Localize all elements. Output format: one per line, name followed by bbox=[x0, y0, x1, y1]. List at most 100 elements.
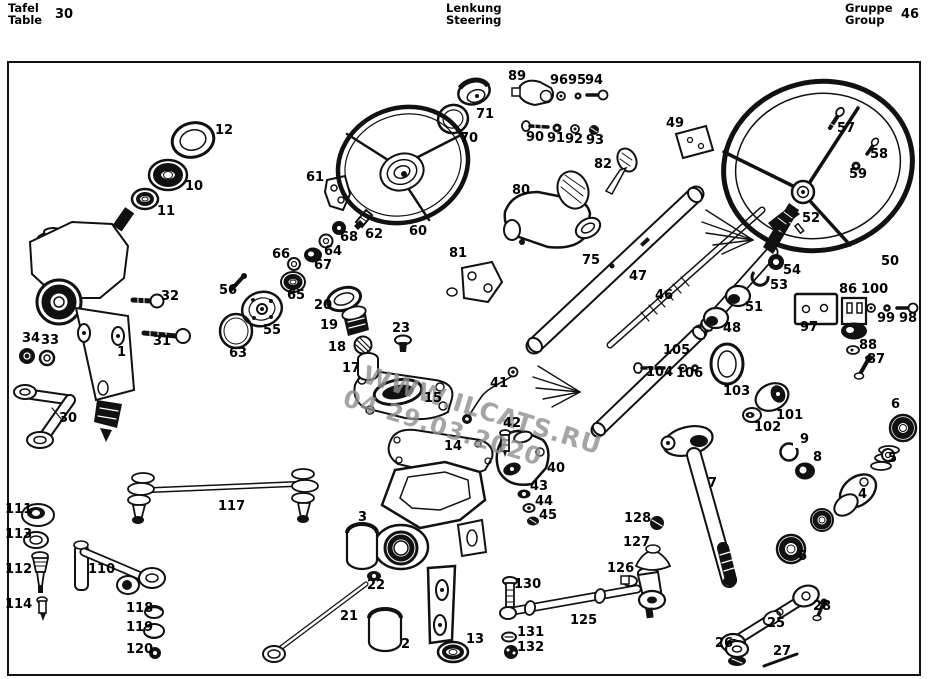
part-label-131: 131 bbox=[517, 625, 545, 640]
part-label-27: 27 bbox=[773, 644, 792, 659]
part-label-14: 14 bbox=[444, 439, 463, 454]
part-label-53: 53 bbox=[770, 278, 789, 293]
part-label-128: 128 bbox=[624, 511, 652, 526]
header-lenkung: Lenkung bbox=[446, 1, 502, 15]
part-label-46: 46 bbox=[655, 288, 674, 303]
ground-wire-drawing bbox=[462, 362, 699, 457]
part-label-97: 97 bbox=[800, 320, 819, 335]
header-table: Table bbox=[8, 13, 43, 28]
part-label-20: 20 bbox=[314, 298, 333, 313]
steering-shaft-drawing bbox=[660, 425, 737, 588]
clamp-fitting-89-drawing bbox=[511, 79, 609, 135]
part-label-62: 62 bbox=[365, 227, 384, 242]
horn-contact-parts-drawing bbox=[218, 174, 374, 350]
part-label-112: 112 bbox=[5, 562, 33, 577]
steering-wheel-large-drawing bbox=[721, 78, 915, 254]
part-label-93: 93 bbox=[586, 133, 605, 148]
part-label-1: 1 bbox=[117, 345, 127, 360]
part-label-56: 56 bbox=[219, 283, 238, 298]
part-label-40: 40 bbox=[547, 461, 566, 476]
gearbox-bolts-drawing bbox=[19, 293, 191, 367]
part-label-2: 2 bbox=[401, 637, 411, 652]
column-support-drawing bbox=[262, 460, 488, 664]
part-label-88: 88 bbox=[859, 338, 878, 353]
flexible-coupling-drawing bbox=[709, 342, 918, 565]
part-label-48: 48 bbox=[723, 321, 742, 336]
part-label-11: 11 bbox=[157, 204, 176, 219]
part-label-47: 47 bbox=[629, 269, 648, 284]
part-label-71: 71 bbox=[476, 107, 495, 122]
part-label-6: 6 bbox=[891, 397, 901, 412]
part-label-63: 63 bbox=[229, 346, 248, 361]
part-label-41: 41 bbox=[490, 376, 509, 391]
part-label-70: 70 bbox=[460, 131, 479, 146]
part-label-68: 68 bbox=[340, 230, 359, 245]
part-label-50: 50 bbox=[881, 254, 900, 269]
part-label-114: 114 bbox=[5, 597, 33, 612]
part-label-33: 33 bbox=[41, 333, 60, 348]
part-label-92: 92 bbox=[565, 132, 584, 147]
part-label-66: 66 bbox=[272, 247, 291, 262]
part-label-90: 90 bbox=[526, 130, 545, 145]
part-label-59: 59 bbox=[849, 167, 868, 182]
part-label-127: 127 bbox=[623, 535, 651, 550]
part-label-25: 25 bbox=[767, 616, 786, 631]
tie-rod-drawing bbox=[127, 468, 319, 524]
part-label-44: 44 bbox=[535, 494, 554, 509]
part-label-23: 23 bbox=[392, 321, 411, 336]
part-label-57: 57 bbox=[837, 121, 856, 136]
part-label-118: 118 bbox=[126, 601, 154, 616]
part-label-113: 113 bbox=[5, 527, 33, 542]
part-label-18: 18 bbox=[328, 340, 347, 355]
part-label-55: 55 bbox=[263, 323, 282, 338]
part-label-45: 45 bbox=[539, 508, 558, 523]
idler-arm-small-parts-drawing bbox=[21, 503, 55, 621]
part-label-15: 15 bbox=[424, 391, 443, 406]
part-label-17: 17 bbox=[342, 361, 361, 376]
part-label-102: 102 bbox=[754, 420, 782, 435]
part-label-5: 5 bbox=[888, 451, 898, 466]
part-label-86: 86 bbox=[839, 282, 858, 297]
header-group-number: 46 bbox=[901, 7, 920, 22]
part-label-89: 89 bbox=[508, 69, 527, 84]
part-label-65: 65 bbox=[287, 288, 306, 303]
steering-nut-and-bearings-drawing bbox=[130, 121, 216, 211]
part-label-103: 103 bbox=[723, 384, 751, 399]
part-label-67: 67 bbox=[314, 258, 333, 273]
part-label-51: 51 bbox=[745, 300, 764, 315]
part-label-82: 82 bbox=[594, 157, 613, 172]
steering-arm-drawing bbox=[719, 584, 828, 668]
part-label-30: 30 bbox=[59, 411, 78, 426]
part-label-61: 61 bbox=[306, 170, 325, 185]
pitman-arm-drawing bbox=[13, 384, 76, 449]
part-label-125: 125 bbox=[570, 613, 598, 628]
part-label-6: 6 bbox=[798, 549, 808, 564]
part-label-31: 31 bbox=[153, 334, 172, 349]
header-gruppe: Gruppe bbox=[845, 1, 893, 15]
part-label-95: 95 bbox=[568, 73, 587, 88]
part-label-52: 52 bbox=[802, 211, 821, 226]
part-label-13: 13 bbox=[466, 632, 485, 647]
part-label-49: 49 bbox=[666, 116, 685, 131]
part-label-34: 34 bbox=[22, 331, 41, 346]
part-label-75: 75 bbox=[582, 253, 601, 268]
steering-gearbox-drawing bbox=[28, 207, 136, 442]
part-label-54: 54 bbox=[783, 263, 802, 278]
column-bearing-parts-drawing bbox=[702, 254, 784, 330]
header-steering: Steering bbox=[446, 13, 502, 28]
diagram-border bbox=[7, 61, 921, 676]
part-label-117: 117 bbox=[218, 499, 246, 514]
part-label-104: 104 bbox=[646, 365, 674, 380]
part-label-80: 80 bbox=[512, 183, 531, 198]
part-label-28: 28 bbox=[813, 599, 832, 614]
part-label-91: 91 bbox=[547, 131, 566, 146]
part-label-10: 10 bbox=[185, 179, 204, 194]
part-label-42: 42 bbox=[503, 416, 522, 431]
part-label-132: 132 bbox=[517, 640, 545, 655]
part-label-94: 94 bbox=[585, 73, 604, 88]
